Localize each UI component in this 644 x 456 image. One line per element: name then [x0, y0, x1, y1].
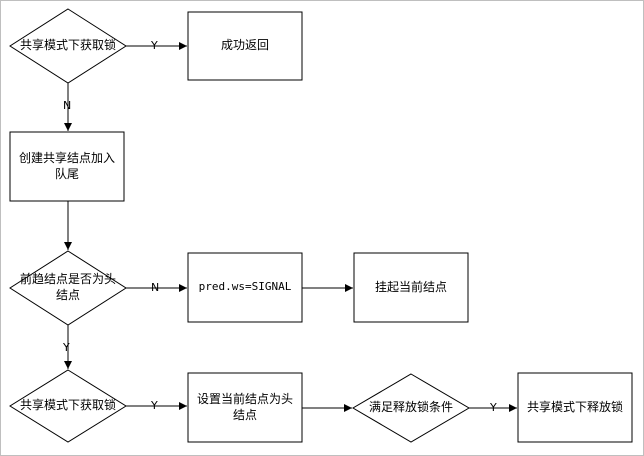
decision-acquire-shared-retry-label: 共享模式下获取锁: [19, 398, 116, 413]
decision-release-condition-label: 满足释放锁条件: [368, 400, 453, 415]
edge-label-retry-yes: Y: [151, 399, 158, 412]
decision-release-condition-diamond: [352, 373, 470, 443]
edge-label-acquire-no: N: [63, 99, 72, 112]
return-success-label: 成功返回: [220, 38, 269, 53]
set-pred-signal-label: pred.ws=SIGNAL: [198, 280, 292, 294]
park-current-label: 挂起当前结点: [374, 279, 447, 294]
edge-label-acquire-yes: Y: [151, 39, 158, 52]
release-shared-box: [517, 372, 633, 443]
edge-label-head-no: N: [151, 281, 160, 294]
set-head-label: 设置当前结点为头结点: [196, 391, 293, 422]
release-shared-label: 共享模式下释放锁: [526, 399, 623, 414]
return-success-box: [187, 11, 303, 81]
set-pred-signal-box: [187, 252, 303, 323]
create-shared-node-label: 创建共享结点加入队尾: [18, 150, 115, 181]
park-current-box: [353, 252, 469, 323]
edge-label-head-yes: Y: [63, 341, 70, 354]
decision-pred-is-head-label: 前趋结点是否为头结点: [19, 272, 116, 302]
create-shared-node-box: [9, 131, 125, 202]
decision-acquire-shared-label: 共享模式下获取锁: [19, 38, 116, 53]
decision-acquire-shared-retry-diamond: [9, 369, 127, 443]
set-head-box: [187, 372, 303, 443]
edge-label-release-yes: Y: [490, 401, 497, 414]
